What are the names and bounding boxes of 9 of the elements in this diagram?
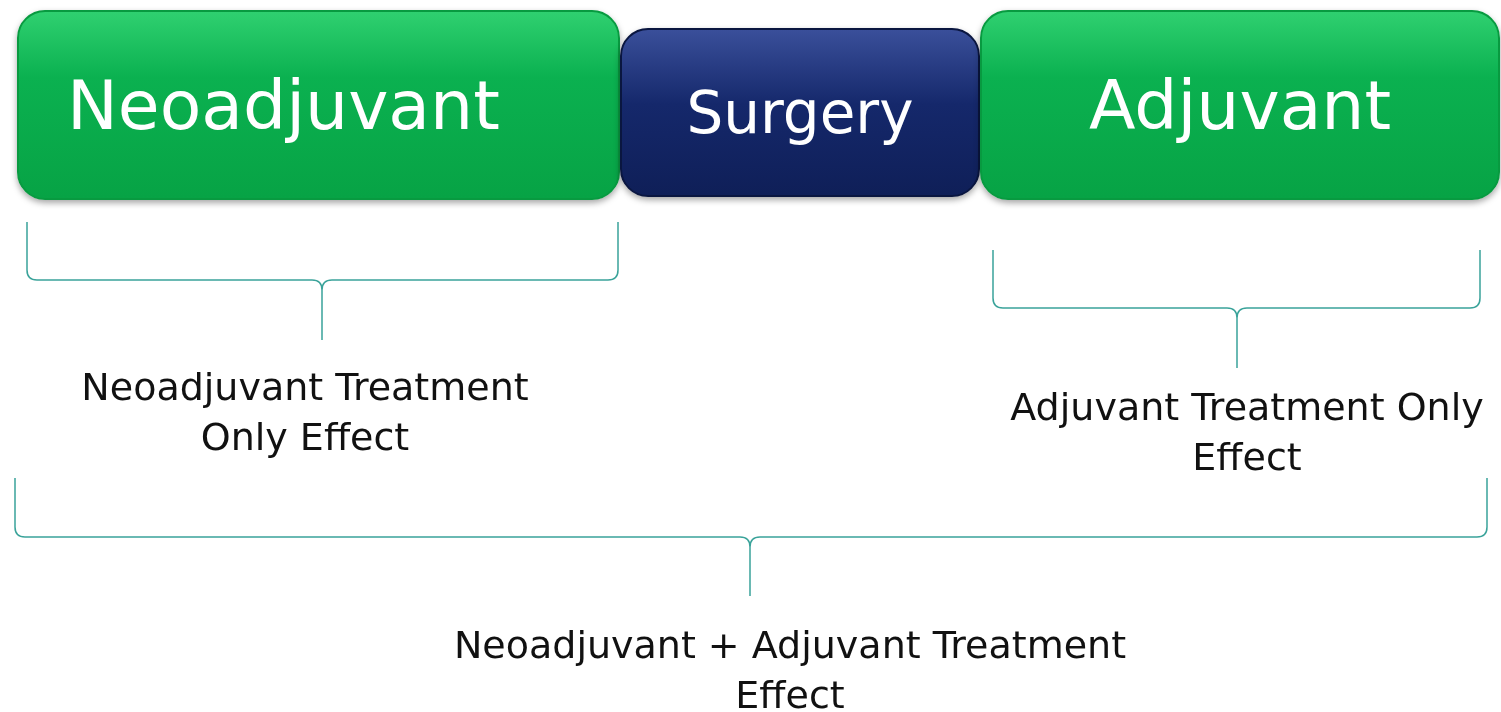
- process-box: [17, 10, 620, 200]
- bracket-label: Adjuvant Treatment Only Effect: [1009, 384, 1485, 481]
- bracket-label: Neoadjuvant + Adjuvant Treatment Effect: [452, 622, 1128, 712]
- box-title: Adjuvant: [1088, 65, 1392, 145]
- process-box: [620, 28, 980, 197]
- bracket-label: Neoadjuvant Treatment Only Effect: [80, 364, 530, 461]
- process-box: [980, 10, 1500, 200]
- box-title: Neoadjuvant: [67, 65, 500, 145]
- box-title: Surgery: [686, 78, 914, 147]
